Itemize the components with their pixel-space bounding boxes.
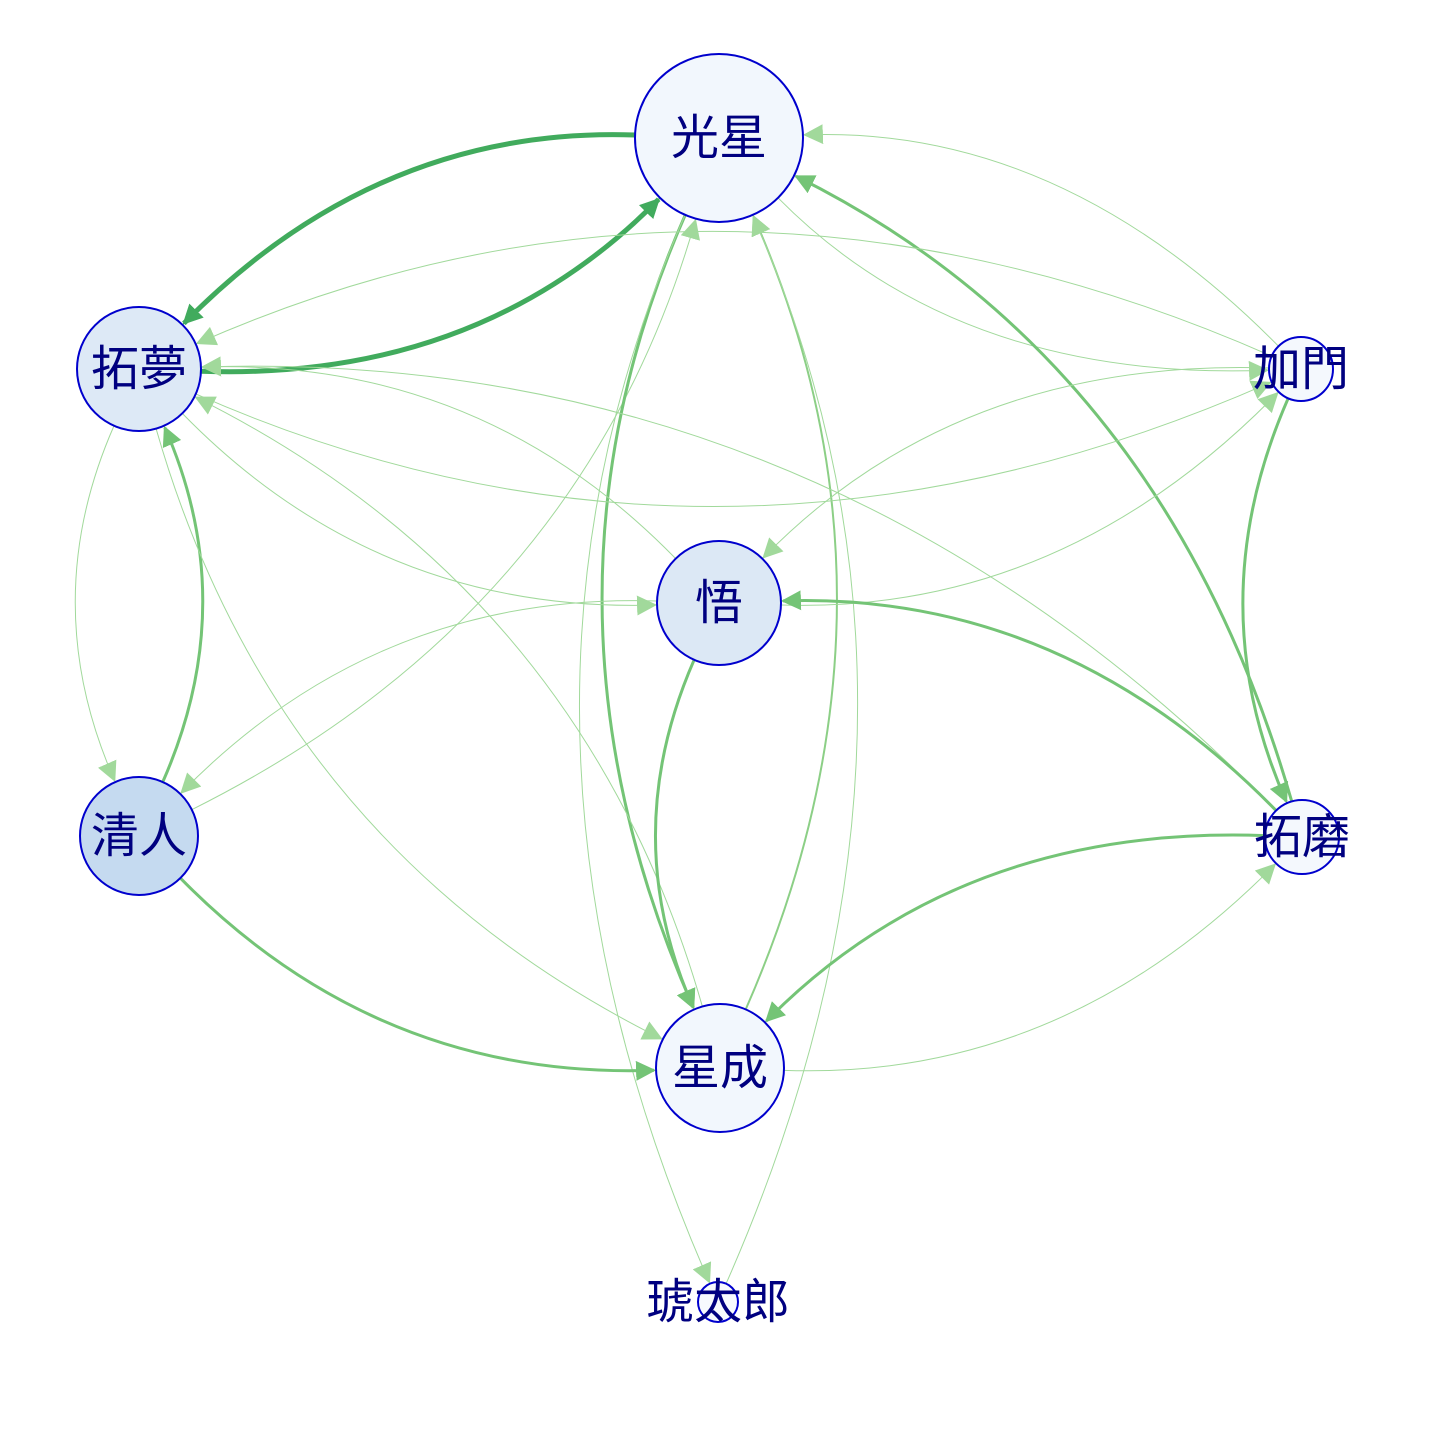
node-seina[interactable]: 星成 (655, 1003, 785, 1133)
node-label: 悟 (695, 575, 743, 631)
node-label: 加門 (1253, 341, 1349, 397)
edge-line (744, 214, 838, 1010)
edge-takumu-to-kamon (195, 380, 1272, 507)
edge-satoru-to-takumu (200, 356, 677, 559)
edge-kiyoto-to-kosei (191, 218, 700, 811)
node-takuma[interactable]: 拓磨 (1254, 799, 1350, 875)
edge-line (195, 231, 1272, 357)
node-kotaro[interactable]: 琥太郎 (646, 1274, 790, 1330)
edge-line (780, 590, 1278, 812)
node-circle (655, 1003, 785, 1133)
node-label: 拓磨 (1254, 809, 1350, 865)
edge-seina-to-takuma (783, 863, 1277, 1072)
edge-takuma-to-seina (764, 833, 1266, 1023)
edge-line (783, 863, 1277, 1072)
node-circle (656, 540, 782, 666)
edge-line (179, 877, 657, 1081)
edge-kamon-to-kosei (802, 124, 1279, 347)
node-takumu[interactable]: 拓夢 (76, 306, 202, 432)
edge-line (653, 659, 696, 1010)
edge-line (578, 214, 712, 1284)
edge-line (180, 600, 658, 794)
edge-kiyoto-to-seina (179, 877, 657, 1081)
node-circle (634, 53, 804, 223)
edge-kotaro-to-kosei (725, 214, 859, 1284)
edge-line (182, 132, 636, 326)
edge-kosei-to-kamon (777, 197, 1270, 381)
edge-seina-to-takumu (194, 396, 703, 1007)
node-label: 光星 (671, 110, 767, 166)
edge-takumu-to-seina (155, 428, 663, 1040)
edge-line (195, 380, 1272, 507)
edge-line (200, 356, 677, 559)
node-circle (1268, 336, 1334, 402)
edge-line (600, 214, 696, 1010)
edge-kosei-to-kotaro (578, 214, 712, 1284)
edge-line (802, 124, 1279, 347)
edge-line (200, 356, 1277, 811)
node-circle (1264, 799, 1340, 875)
node-kamon[interactable]: 加門 (1253, 336, 1349, 402)
edge-kamon-to-takumu (195, 231, 1272, 357)
edge-takumu-to-kiyoto (74, 425, 117, 782)
edge-seina-to-kosei (744, 214, 838, 1010)
edge-takuma-to-kosei (794, 174, 1294, 802)
node-label: 清人 (91, 808, 187, 864)
edge-kiyoto-to-takumu (161, 425, 205, 783)
node-circle (76, 306, 202, 432)
node-label: 琥太郎 (646, 1274, 790, 1330)
edge-line (161, 425, 205, 783)
edge-kosei-to-seina (600, 214, 696, 1010)
edge-satoru-to-kiyoto (180, 600, 658, 794)
edge-line (191, 218, 700, 811)
edge-line (725, 214, 859, 1284)
edge-line (762, 366, 1270, 559)
edge-line (74, 425, 117, 782)
edge-kamon-to-takuma (1241, 397, 1290, 804)
edge-takumu-to-satoru (181, 413, 658, 616)
node-satoru[interactable]: 悟 (656, 540, 782, 666)
edge-takuma-to-takumu (200, 356, 1277, 811)
edge-takuma-to-satoru (780, 590, 1278, 812)
edge-layer (74, 124, 1294, 1284)
edge-line (764, 833, 1266, 1023)
node-circle (79, 776, 199, 896)
node-kosei[interactable]: 光星 (634, 53, 804, 223)
node-kiyoto[interactable]: 清人 (79, 776, 199, 896)
edge-line (1241, 397, 1290, 804)
edge-line (777, 197, 1270, 381)
node-label: 拓夢 (91, 341, 187, 397)
edge-line (200, 197, 661, 375)
edge-line (155, 428, 663, 1040)
edge-line (194, 396, 703, 1007)
node-circle (697, 1281, 739, 1323)
edge-line (794, 174, 1294, 802)
edge-kosei-to-takumu (182, 132, 636, 326)
edge-kamon-to-satoru (762, 366, 1270, 559)
edge-satoru-to-seina (653, 659, 696, 1010)
node-label: 星成 (672, 1040, 768, 1096)
edge-takumu-to-kosei (200, 197, 661, 375)
edge-line (181, 413, 658, 616)
